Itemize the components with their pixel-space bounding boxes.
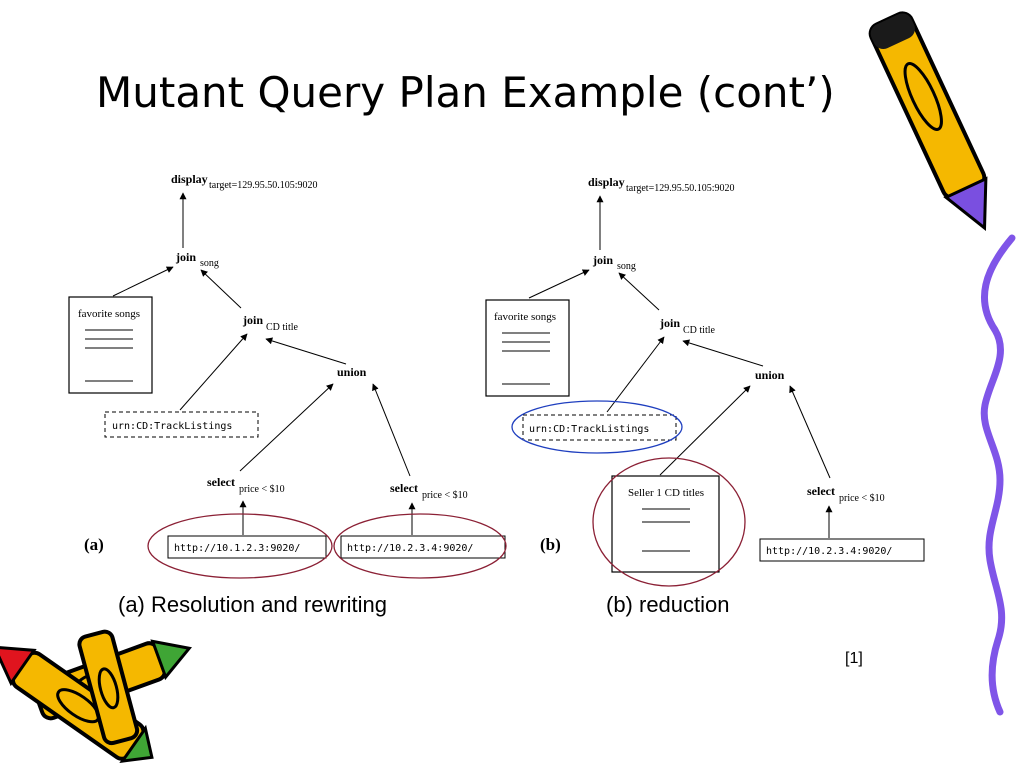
edge-tracklist-to-joincd	[179, 333, 248, 411]
tracklistings-label: urn:CD:TrackListings	[529, 424, 649, 435]
select-right-sub: price < $10	[839, 493, 885, 504]
edge-selectr-to-union	[372, 383, 411, 477]
reference-marker: [1]	[845, 650, 863, 667]
panel-label-b: (b)	[540, 535, 561, 554]
edge-tracklist-to-joincd	[606, 336, 665, 413]
panel-label-a: (a)	[84, 535, 104, 554]
tracklistings-label: urn:CD:TrackListings	[112, 421, 232, 432]
seller-titles-label: Seller 1 CD titles	[628, 487, 704, 499]
highlight-ellipse-tracklistings	[511, 400, 683, 454]
purple-squiggle-decoration	[980, 234, 1016, 716]
display-op: display	[171, 172, 208, 186]
join-song-sub: song	[617, 261, 636, 272]
display-target: target=129.95.50.105:9020	[626, 183, 735, 194]
join-cd-sub: CD title	[266, 322, 299, 333]
edge-selectr-to-union	[789, 385, 831, 479]
url-left-box	[167, 535, 327, 559]
caption-b: (b) reduction	[606, 592, 730, 617]
join-cd-op: join	[659, 316, 680, 330]
select-right-op: select	[807, 484, 835, 498]
url-right-label: http://10.2.3.4:9020/	[766, 546, 892, 557]
edge-seller-to-union	[659, 385, 751, 476]
edge-selectl-to-union	[239, 383, 334, 472]
union-op: union	[755, 368, 785, 382]
url-right-label: http://10.2.3.4:9020/	[347, 543, 473, 554]
edge-favorite-to-join	[112, 266, 174, 297]
select-right-op: select	[390, 481, 418, 495]
favorite-songs-label: favorite songs	[78, 308, 140, 320]
select-left-op: select	[207, 475, 235, 489]
url-right-box	[340, 535, 506, 559]
diagram-b: display target=129.95.50.105:9020 join s…	[485, 175, 925, 587]
join-song-op: join	[175, 250, 196, 264]
highlight-ellipse-url-right	[333, 513, 507, 579]
edge-union-to-joincd	[682, 339, 764, 367]
tracklistings-box	[104, 411, 259, 438]
join-cd-op: join	[242, 313, 263, 327]
favorite-songs-box	[68, 296, 153, 394]
display-op: display	[588, 175, 625, 189]
join-song-sub: song	[200, 258, 219, 269]
crayon-top-right-icon	[868, 11, 988, 231]
diagram-a: display target=129.95.50.105:9020 join s…	[68, 172, 507, 579]
edge-favorite-to-join	[528, 269, 590, 299]
favorite-songs-box	[485, 299, 570, 397]
url-right-box	[759, 538, 925, 562]
select-right-sub: price < $10	[422, 490, 468, 501]
tracklistings-box	[522, 414, 677, 441]
highlight-ellipse-seller	[592, 457, 746, 587]
caption-a: (a) Resolution and rewriting	[118, 592, 388, 617]
select-left-sub: price < $10	[239, 484, 285, 495]
url-left-label: http://10.1.2.3:9020/	[174, 543, 300, 554]
crayon-bottom-left-third-icon	[77, 629, 140, 746]
favorite-songs-label: favorite songs	[494, 311, 556, 323]
edge-union-to-joincd	[265, 337, 347, 365]
seller-titles-box	[611, 475, 720, 573]
join-song-op: join	[592, 253, 613, 267]
edge-joincd-to-join	[618, 272, 660, 311]
join-cd-sub: CD title	[683, 325, 716, 336]
display-target: target=129.95.50.105:9020	[209, 180, 318, 191]
slide-title: Mutant Query Plan Example (cont’)	[96, 68, 835, 117]
union-op: union	[337, 365, 367, 379]
highlight-ellipse-url-left	[147, 513, 333, 579]
edge-joincd-to-join	[200, 269, 242, 309]
